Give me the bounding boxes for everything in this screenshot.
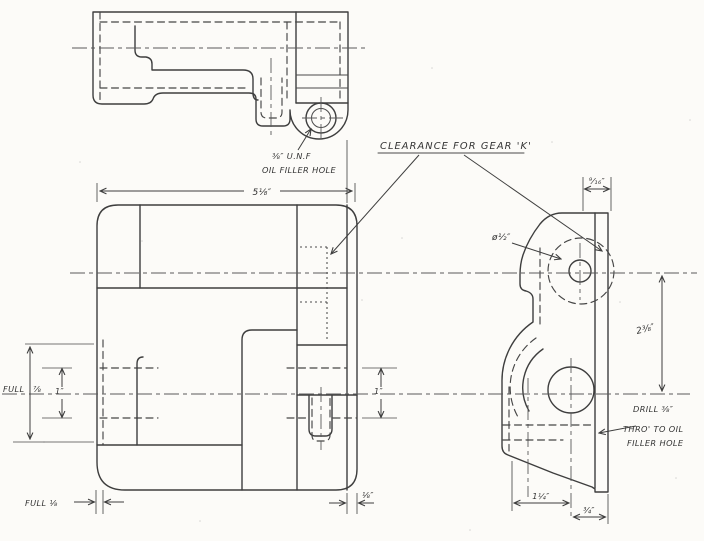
dim-full-one-eighth: FULL ⅛	[25, 498, 58, 508]
dim-one-eighth: ⅛″	[362, 490, 374, 500]
dim-three-quarter: ¾″	[583, 505, 595, 515]
dim-one-inch-left: 1″	[55, 386, 64, 396]
side-view	[501, 212, 615, 520]
label-oil-filler-line2: OIL FILLER HOLE	[262, 165, 336, 175]
leader-line	[331, 154, 420, 254]
paper-specks	[43, 67, 691, 531]
leader-line	[599, 425, 637, 433]
boss-inner-arc	[522, 348, 544, 412]
dimensions: 5⅛″ ⁹⁄₁₆″ 2⅜″ FULL ⅞ 1″ 1″ FULL ⅛	[3, 176, 662, 524]
front-slot-solid	[308, 394, 333, 437]
dim-full-seven-eighths-word: FULL	[3, 384, 24, 394]
dim-center-distance: 2⅜″	[635, 323, 656, 337]
leader-line	[463, 154, 602, 251]
side-view-outline	[501, 212, 609, 493]
front-view	[96, 204, 358, 491]
hidden-slot	[260, 77, 283, 119]
leader-line	[297, 129, 311, 151]
label-diameter-half: ø½″	[491, 233, 511, 243]
front-view-outline	[96, 204, 358, 491]
boss-hidden-arc	[509, 337, 537, 418]
front-boss-tab	[241, 329, 298, 491]
leader-line	[511, 242, 561, 259]
gear-circle-hidden	[547, 237, 615, 305]
front-rib	[136, 356, 144, 446]
notes: ⅜″ U.N.F OIL FILLER HOLE CLEARANCE FOR G…	[262, 129, 684, 448]
dim-flange-width: ⁹⁄₁₆″	[589, 176, 605, 186]
label-clearance: CLEARANCE FOR GEAR 'K'	[380, 141, 532, 152]
top-view-outline	[92, 11, 349, 140]
dim-front-width: 5⅛″	[252, 188, 271, 198]
label-oil-filler-line1: ⅜″ U.N.F	[272, 151, 311, 161]
front-slot-hidden	[311, 397, 331, 442]
note-drill-line2: THRO' TO OIL	[623, 424, 683, 434]
dim-one-quarter: 1¼″	[532, 491, 549, 501]
note-drill-line1: DRILL ⅜″	[633, 404, 673, 414]
top-view-inner-step	[134, 25, 259, 101]
top-view	[72, 11, 368, 203]
note-drill-line3: FILLER HOLE	[627, 438, 684, 448]
dim-one-inch-right: 1″	[374, 386, 383, 396]
dim-full-seven-eighths-frac: ⅞	[33, 384, 41, 394]
